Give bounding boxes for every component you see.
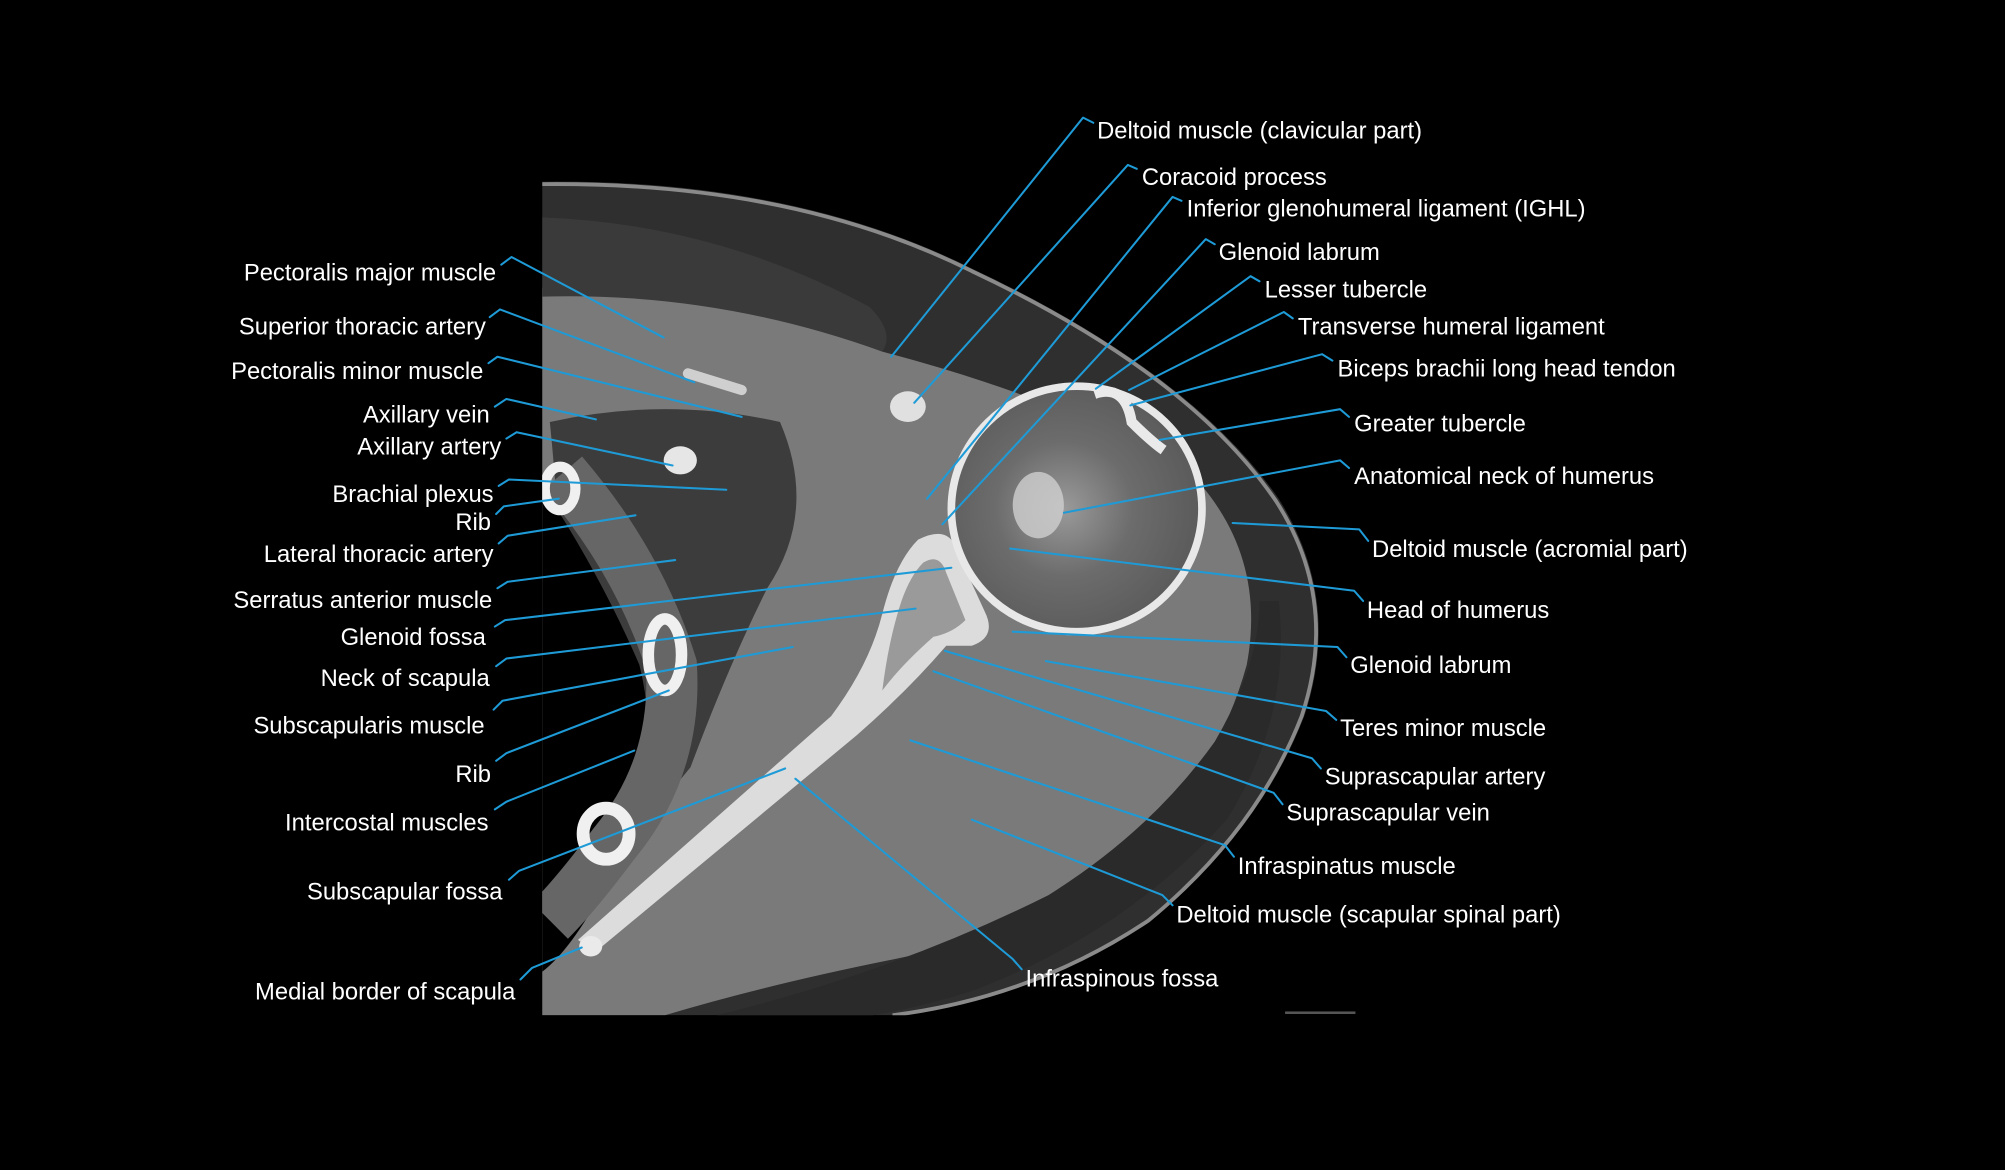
leader-line-inferior-glenohumeral-ligament-ighl — [926, 195, 1183, 500]
leader-line-lesser-tubercle — [1094, 275, 1261, 390]
rib-middle — [642, 613, 688, 697]
label-subscapularis-muscle: Subscapularis muscle — [253, 712, 484, 739]
leader-line-suprascapular-artery — [943, 649, 1322, 770]
leader-line-subscapular-fossa — [507, 767, 787, 881]
leader-line-glenoid-labrum — [941, 238, 1216, 526]
label-head-of-humerus: Head of humerus — [1367, 597, 1549, 624]
leader-line-lateral-thoracic-artery — [497, 514, 637, 545]
label-pectoralis-major-muscle: Pectoralis major muscle — [244, 260, 496, 287]
label-deltoid-muscle-clavicular-part: Deltoid muscle (clavicular part) — [1097, 118, 1422, 145]
leader-line-intercostal-muscles — [493, 749, 636, 811]
label-glenoid-fossa: Glenoid fossa — [341, 624, 487, 651]
label-teres-minor-muscle: Teres minor muscle — [1340, 715, 1546, 742]
label-axillary-vein: Axillary vein — [363, 402, 490, 429]
humeral-head-dense-core — [1012, 471, 1064, 539]
leader-line-axillary-artery — [505, 431, 674, 467]
label-glenoid-labrum: Glenoid labrum — [1350, 652, 1511, 679]
label-anatomical-neck-of-humerus: Anatomical neck of humerus — [1354, 463, 1654, 490]
leader-line-rib — [495, 689, 670, 762]
leader-line-transverse-humeral-ligament — [1128, 310, 1294, 392]
label-rib: Rib — [455, 509, 491, 536]
scapula-bone — [577, 533, 989, 953]
label-infraspinatus-muscle: Infraspinatus muscle — [1238, 853, 1456, 880]
leader-line-glenoid-labrum — [1011, 630, 1348, 659]
leader-line-suprascapular-vein — [932, 670, 1284, 806]
leader-line-glenoid-fossa — [493, 566, 953, 628]
leader-line-deltoid-muscle-acromial-part — [1231, 521, 1370, 542]
label-coracoid-process: Coracoid process — [1142, 164, 1327, 191]
label-greater-tubercle: Greater tubercle — [1354, 411, 1526, 438]
rib-lower — [576, 801, 636, 866]
label-superior-thoracic-artery: Superior thoracic artery — [239, 313, 486, 340]
tubercles — [1092, 386, 1167, 455]
label-glenoid-labrum: Glenoid labrum — [1219, 239, 1380, 266]
leader-line-deltoid-muscle-scapular-spinal-part — [970, 818, 1174, 907]
posterior-fat-layer — [716, 600, 1281, 1016]
label-suprascapular-vein: Suprascapular vein — [1286, 799, 1489, 826]
label-infraspinous-fossa: Infraspinous fossa — [1026, 966, 1220, 993]
label-brachial-plexus: Brachial plexus — [332, 481, 493, 508]
label-deltoid-muscle-acromial-part: Deltoid muscle (acromial part) — [1372, 536, 1688, 563]
label-lesser-tubercle: Lesser tubercle — [1265, 276, 1427, 303]
label-neck-of-scapula: Neck of scapula — [321, 665, 491, 692]
label-pectoralis-minor-muscle: Pectoralis minor muscle — [231, 358, 483, 385]
leader-line-superior-thoracic-artery — [488, 308, 696, 384]
right-leader-lines — [794, 116, 1370, 971]
label-axillary-artery: Axillary artery — [357, 434, 501, 461]
axillary-artery — [663, 446, 697, 475]
label-medial-border-of-scapula: Medial border of scapula — [255, 978, 516, 1005]
label-biceps-brachii-long-head-tendon: Biceps brachii long head tendon — [1338, 356, 1676, 383]
label-deltoid-muscle-scapular-spinal-part: Deltoid muscle (scapular spinal part) — [1176, 902, 1560, 929]
leader-line-axillary-vein — [493, 397, 597, 421]
label-rib: Rib — [455, 761, 491, 788]
leader-line-teres-minor-muscle — [1044, 660, 1338, 721]
label-inferior-glenohumeral-ligament-ighl: Inferior glenohumeral ligament (IGHL) — [1187, 196, 1586, 223]
label-suprascapular-artery: Suprascapular artery — [1325, 763, 1546, 790]
rib-upper — [542, 461, 581, 516]
leader-line-infraspinatus-muscle — [909, 739, 1235, 858]
leader-line-pectoralis-minor-muscle — [487, 355, 743, 418]
leader-line-serratus-anterior-muscle — [496, 559, 677, 590]
leader-line-pectoralis-major-muscle — [500, 255, 665, 339]
label-intercostal-muscles: Intercostal muscles — [285, 810, 489, 837]
leader-line-infraspinous-fossa — [794, 777, 1023, 971]
leader-line-subscapularis-muscle — [492, 645, 794, 711]
leader-line-greater-tubercle — [1158, 408, 1351, 441]
skin-edge — [542, 182, 1319, 1016]
leader-line-brachial-plexus — [497, 478, 728, 491]
label-subscapular-fossa: Subscapular fossa — [307, 879, 503, 906]
serratus-band — [542, 456, 698, 939]
scapula-medullary — [882, 559, 966, 691]
ct-scan-image — [542, 181, 1319, 1016]
ct-artifact — [1285, 1011, 1356, 1014]
leader-line-rib — [495, 497, 560, 516]
label-transverse-humeral-ligament: Transverse humeral ligament — [1298, 313, 1605, 340]
right-labels: Deltoid muscle (clavicular part) Coracoid… — [1026, 118, 1688, 993]
leader-line-coracoid-process — [913, 163, 1138, 404]
label-serratus-anterior-muscle: Serratus anterior muscle — [233, 587, 492, 614]
pectoral-fat-band — [542, 217, 887, 352]
label-lateral-thoracic-artery: Lateral thoracic artery — [264, 541, 494, 568]
leader-line-deltoid-muscle-clavicular-part — [890, 116, 1095, 358]
leader-line-neck-of-scapula — [495, 607, 917, 668]
leader-line-anatomical-neck-of-humerus — [1062, 459, 1351, 514]
leader-line-head-of-humerus — [1009, 547, 1365, 603]
leader-line-biceps-brachii-long-head-tendon — [1129, 353, 1334, 407]
leader-line-medial-border-of-scapula — [519, 946, 583, 981]
superior-thoracic-artery — [682, 368, 747, 396]
scapula-medial-border — [579, 936, 603, 957]
left-leader-lines — [487, 255, 953, 981]
